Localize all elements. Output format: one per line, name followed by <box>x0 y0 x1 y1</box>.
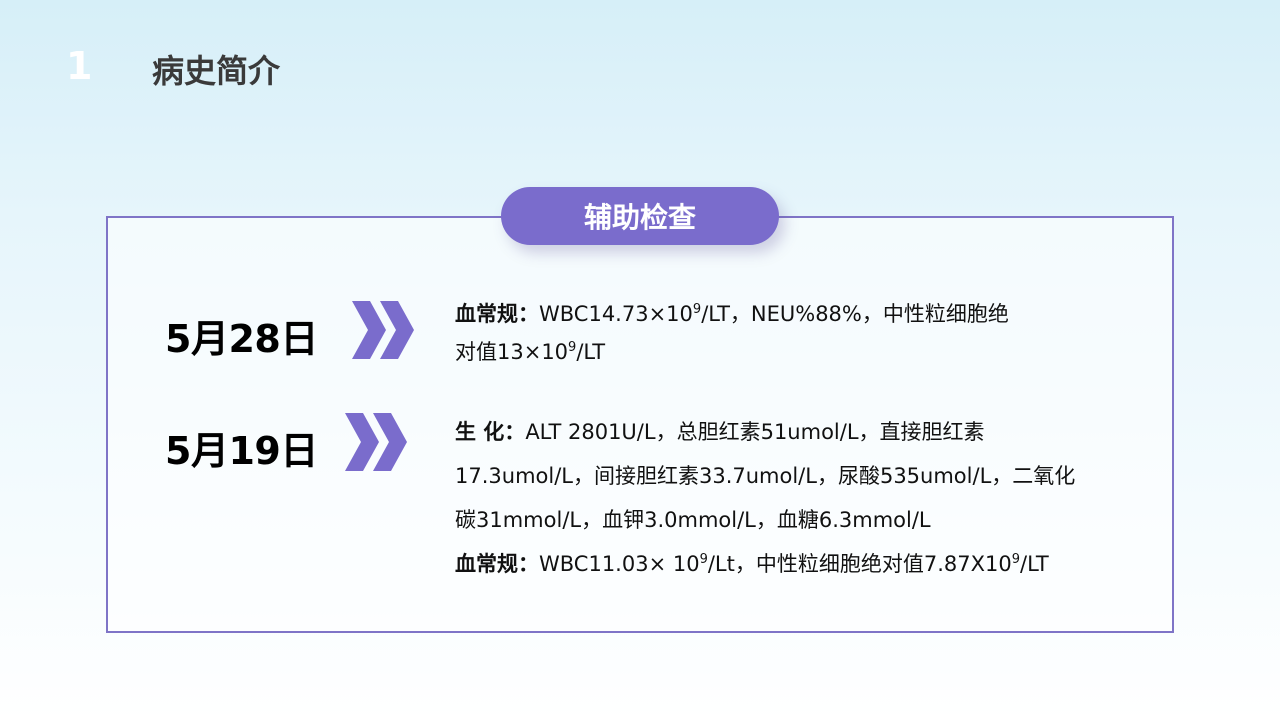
blood-routine-label: 血常规： <box>455 302 539 326</box>
superscript: 9 <box>699 552 708 567</box>
biochem-line: 碳31mmol/L，血钾3.0mmol/L，血糖6.3mmol/L <box>455 508 931 532</box>
biochem-line: 17.3umol/L，间接胆红素33.7umol/L，尿酸535umol/L，二… <box>455 464 1076 488</box>
blood-routine-line: 血常规：WBC11.03× 109/Lt，中性粒细胞绝对值7.87X109/LT <box>455 542 1145 586</box>
blood-routine-label: 血常规： <box>455 552 539 576</box>
superscript: 9 <box>1011 552 1021 567</box>
blood-routine-value: /LT <box>1020 552 1049 576</box>
blood-routine-value: 对值13×10 <box>455 340 569 364</box>
blood-routine-value: /Lt，中性粒细胞绝对值7.87X10 <box>707 552 1012 576</box>
exam-panel <box>106 216 1174 633</box>
double-chevron-right-icon <box>345 413 407 471</box>
biochem-value: ALT 2801U/L，总胆红素51umol/L，直接胆红素 <box>525 420 985 444</box>
blood-routine-value: WBC11.03× 10 <box>539 552 700 576</box>
biochem-line: 生 化：ALT 2801U/L，总胆红素51umol/L，直接胆红素 <box>455 410 1145 454</box>
slide-number: 1 <box>66 44 93 88</box>
blood-routine-line: 血常规：WBC14.73×109/LT，NEU%88%，中性粒细胞绝 <box>455 295 1145 333</box>
panel-label-pill: 辅助检查 <box>501 187 779 245</box>
double-chevron-right-icon <box>352 301 414 359</box>
entry-date-0528: 5月28日 <box>165 317 318 361</box>
entry-info-0528: 血常规：WBC14.73×109/LT，NEU%88%，中性粒细胞绝 对值13×… <box>455 295 1145 371</box>
entry-info-0519: 生 化：ALT 2801U/L，总胆红素51umol/L，直接胆红素 17.3u… <box>455 410 1145 586</box>
superscript: 9 <box>692 302 702 317</box>
slide-title: 病史简介 <box>152 52 281 90</box>
biochem-label: 生 化： <box>455 420 526 444</box>
superscript: 9 <box>568 340 577 355</box>
blood-routine-value: /LT，NEU%88%，中性粒细胞绝 <box>701 302 1009 326</box>
blood-routine-value: /LT <box>576 340 606 364</box>
entry-date-0519: 5月19日 <box>165 429 318 473</box>
blood-routine-value: WBC14.73×10 <box>539 302 693 326</box>
blood-routine-line: 对值13×109/LT <box>455 333 1145 371</box>
